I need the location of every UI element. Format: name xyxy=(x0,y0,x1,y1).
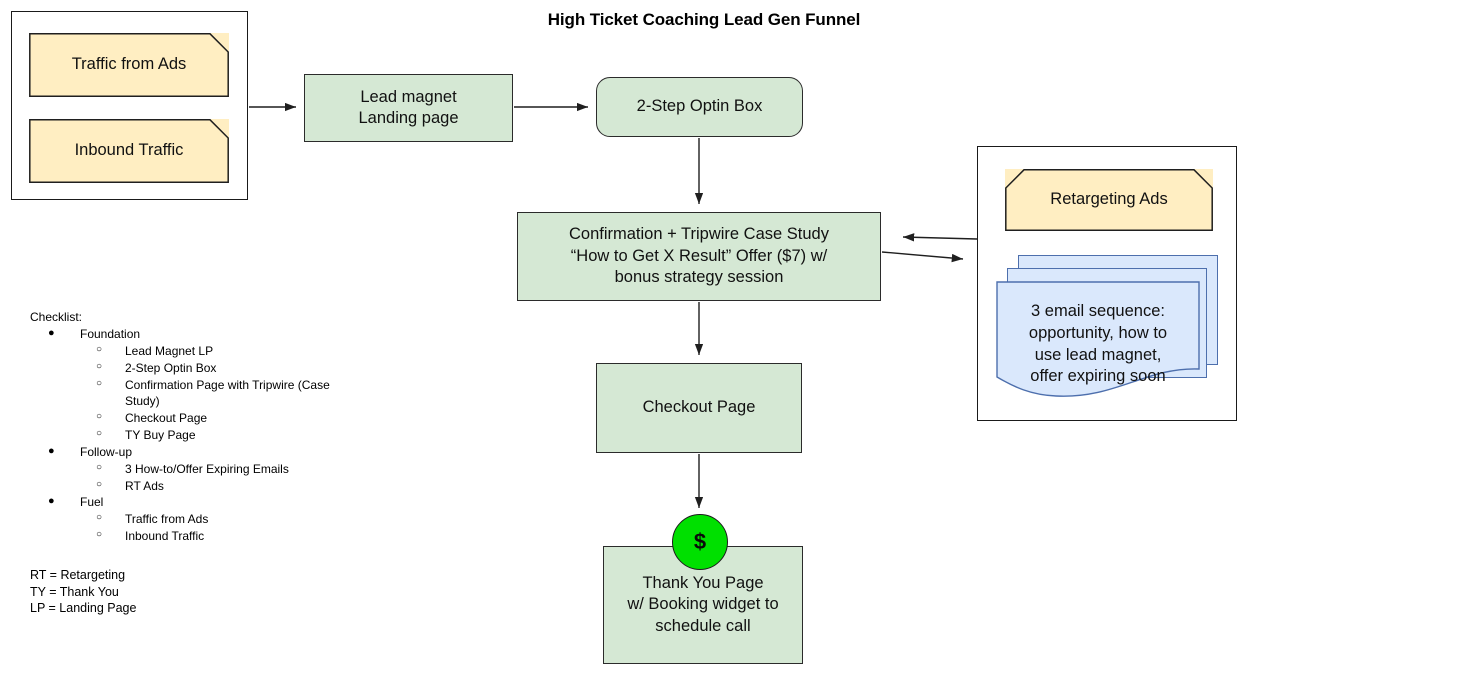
box-thank-you-line3: schedule call xyxy=(655,616,751,635)
checklist-section-followup: Follow-up xyxy=(30,444,330,461)
box-confirmation-line2: “How to Get X Result” Offer ($7) w/ xyxy=(570,246,828,265)
email-line-2: opportunity, how to xyxy=(1028,323,1168,342)
note-traffic-from-ads[interactable]: Traffic from Ads xyxy=(29,33,229,97)
legend-line-ty: TY = Thank You xyxy=(30,584,119,599)
checklist-item: Checkout Page xyxy=(30,410,330,427)
note-retargeting-ads-label: Retargeting Ads xyxy=(1050,190,1168,209)
note-inbound-traffic-label: Inbound Traffic xyxy=(74,141,184,160)
dollar-badge-label: $ xyxy=(693,529,707,554)
checklist: Checklist: Foundation Lead Magnet LP 2-S… xyxy=(30,310,330,545)
connector-confirmation-to-retargeting xyxy=(881,251,964,263)
box-lead-magnet-landing-page[interactable]: Lead magnet Landing page xyxy=(304,74,513,142)
box-2-step-optin[interactable]: 2-Step Optin Box xyxy=(596,77,803,137)
checklist-item: Inbound Traffic xyxy=(30,528,330,545)
box-confirmation-tripwire[interactable]: Confirmation + Tripwire Case Study “How … xyxy=(517,212,881,301)
legend-line-lp: LP = Landing Page xyxy=(30,601,137,616)
checklist-item: Confirmation Page with Tripwire (Case St… xyxy=(30,377,330,410)
email-sequence-text: 3 email sequence: opportunity, how to us… xyxy=(996,301,1200,388)
box-lead-magnet-line1: Lead magnet xyxy=(360,87,457,106)
checklist-item: TY Buy Page xyxy=(30,427,330,444)
box-checkout-page[interactable]: Checkout Page xyxy=(596,363,802,453)
box-confirmation-line1: Confirmation + Tripwire Case Study xyxy=(569,225,829,244)
page-title: High Ticket Coaching Lead Gen Funnel xyxy=(547,10,861,29)
email-doc-front-shape xyxy=(996,281,1200,397)
email-doc-front: 3 email sequence: opportunity, how to us… xyxy=(996,281,1200,402)
checklist-section-fuel: Fuel xyxy=(30,494,330,511)
box-2-step-optin-label: 2-Step Optin Box xyxy=(636,97,763,116)
email-line-4: offer expiring soon xyxy=(1030,367,1166,386)
email-line-1: 3 email sequence: xyxy=(1031,302,1165,320)
abbreviation-legend: RT = Retargeting TY = Thank You LP = Lan… xyxy=(30,567,136,617)
checklist-section-foundation: Foundation xyxy=(30,326,330,343)
note-retargeting-ads[interactable]: Retargeting Ads xyxy=(1005,169,1213,231)
email-sequence-stack[interactable]: 3 email sequence: opportunity, how to us… xyxy=(996,255,1222,402)
box-thank-you-line1: Thank You Page xyxy=(642,573,764,592)
box-thank-you-line2: w/ Booking widget to xyxy=(627,595,779,614)
connector-retargeting-to-confirmation xyxy=(902,233,978,242)
dollar-badge-icon: $ xyxy=(672,514,728,570)
legend-line-rt: RT = Retargeting xyxy=(30,568,126,582)
checklist-item: RT Ads xyxy=(30,478,330,495)
box-confirmation-line3: bonus strategy session xyxy=(614,268,784,287)
email-line-3: use lead magnet, xyxy=(1034,345,1162,364)
box-checkout-page-label: Checkout Page xyxy=(642,398,756,417)
checklist-item: 2-Step Optin Box xyxy=(30,360,330,377)
checklist-heading: Checklist: xyxy=(30,310,83,324)
note-traffic-from-ads-label: Traffic from Ads xyxy=(71,55,187,74)
checklist-item: Lead Magnet LP xyxy=(30,343,330,360)
checklist-item: Traffic from Ads xyxy=(30,511,330,528)
note-inbound-traffic[interactable]: Inbound Traffic xyxy=(29,119,229,183)
box-thank-you-page[interactable]: Thank You Page w/ Booking widget to sche… xyxy=(603,546,803,664)
box-lead-magnet-line2: Landing page xyxy=(358,109,459,127)
checklist-item: 3 How-to/Offer Expiring Emails xyxy=(30,461,330,478)
